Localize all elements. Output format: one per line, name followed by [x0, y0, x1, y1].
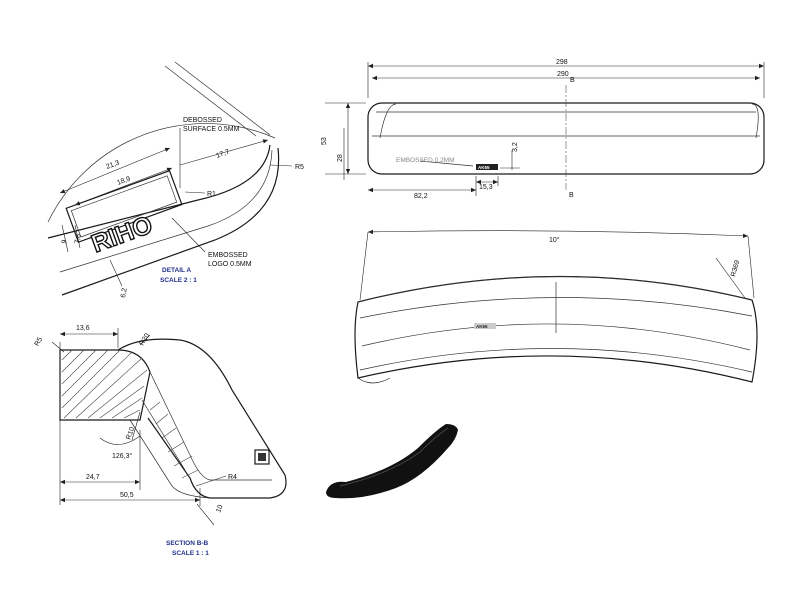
top-mark-ak55: AK55 — [478, 165, 490, 170]
top-view-labels: 298 290 B 53 28 EMBOSSED 0.2MM 3,2 82,2 … — [321, 59, 575, 200]
section-bb-view — [51, 328, 287, 526]
dim-angle-10: 10° — [549, 236, 560, 244]
dim-24-7: 24,7 — [86, 474, 100, 481]
top-view: AK55 — [325, 62, 765, 196]
dim-r5-section: R5 — [34, 336, 45, 347]
section-b-top: B — [570, 77, 575, 84]
front-view-labels: 10° R369 — [549, 236, 741, 278]
front-view: AK55 — [354, 229, 758, 384]
dim-r369: R369 — [730, 259, 741, 277]
dim-9: 9 — [61, 239, 69, 244]
dim-21-3: 21,3 — [105, 160, 120, 171]
embossed-callout-line1: EMBOSSED — [208, 252, 248, 259]
embossed-note: EMBOSSED 0.2MM — [396, 157, 455, 164]
dim-r5-detail: R5 — [295, 164, 304, 171]
dim-18-9: 18,9 — [116, 176, 131, 187]
section-b-bottom: B — [569, 192, 574, 199]
dim-53: 53 — [321, 137, 328, 145]
dim-50-5: 50,5 — [120, 492, 134, 499]
dim-290: 290 — [557, 71, 569, 78]
riho-logo: RIHO — [88, 211, 156, 259]
section-hatch-lower — [149, 401, 199, 479]
dim-13-6: 13,6 — [76, 325, 90, 332]
detail-a-view: RIHO — [47, 61, 293, 296]
product-render-icon — [326, 424, 458, 499]
dim-6-2: 6,2 — [120, 287, 129, 298]
detail-a-scale: SCALE 2 : 1 — [160, 277, 197, 284]
dim-298: 298 — [556, 59, 568, 66]
dim-7-6: 7,6 — [74, 233, 83, 244]
debossed-callout-line1: DEBOSSED — [183, 117, 222, 124]
dim-17-7: 17,7 — [215, 149, 230, 160]
section-bb-scale: SCALE 1 : 1 — [172, 550, 209, 557]
dim-15-3: 15,3 — [479, 184, 493, 191]
dim-r10: R10 — [125, 426, 136, 441]
dim-r1: R1 — [207, 191, 216, 198]
detail-a-title: DETAIL A — [162, 267, 191, 274]
embossed-callout-line2: LOGO 0.5MM — [208, 261, 252, 268]
section-hatch — [61, 349, 148, 419]
detail-a-labels: DEBOSSED SURFACE 0.5MM 21,3 18,9 17,7 R5… — [61, 117, 304, 298]
dim-angle-126: 126,3° — [112, 452, 133, 460]
dim-10: 10 — [215, 504, 224, 514]
front-mark-ak55: AK55 — [476, 324, 488, 329]
dim-28: 28 — [337, 154, 344, 162]
section-bb-title: SECTION B-B — [166, 540, 209, 547]
dim-82-2: 82,2 — [414, 193, 428, 200]
dim-r4: R4 — [228, 474, 237, 481]
section-bb-labels: 13,6 R5 R20 R10 126,3° 24,7 50,5 R4 10 S… — [34, 325, 237, 557]
debossed-callout-line2: SURFACE 0.5MM — [183, 126, 240, 133]
dim-3-2: 3,2 — [512, 142, 519, 152]
